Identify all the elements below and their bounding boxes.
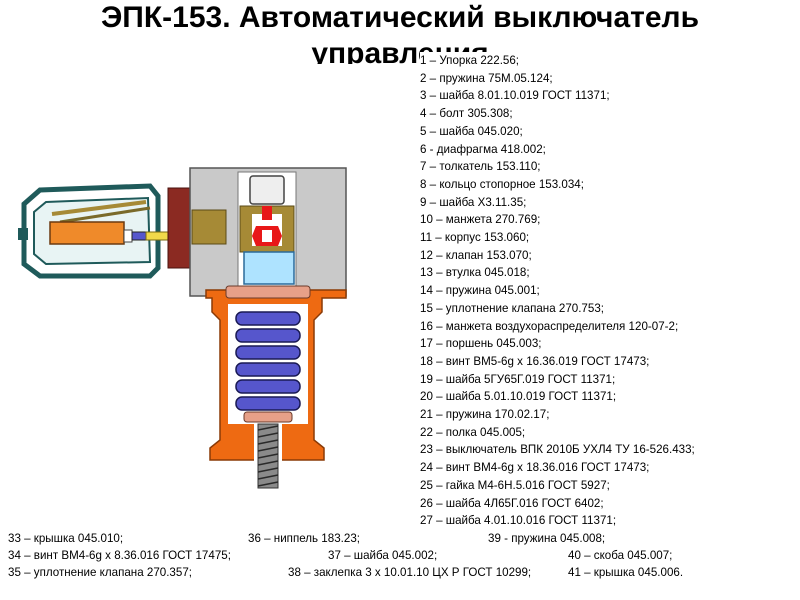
- spring-coil: [235, 396, 301, 411]
- spring: [235, 311, 301, 411]
- part-item: 1 – Упорка 222.56;: [420, 54, 520, 67]
- part-item: 8 – кольцо стопорное 153.034;: [420, 177, 584, 191]
- switch-side-tab: [18, 228, 28, 240]
- part-item: 14 – пружина 045.001;: [420, 284, 540, 298]
- legend-item: 39 - пружина 045.008;: [488, 532, 606, 545]
- switch-screw: [145, 231, 169, 241]
- spring-coil: [235, 362, 301, 377]
- part-item: 20 – шайба 5.01.10.019 ГОСТ 11371;: [420, 390, 617, 404]
- valve-core: [262, 230, 272, 242]
- part-item: 27 – шайба 4.01.10.016 ГОСТ 11371;: [420, 514, 617, 527]
- legend-item: 35 – уплотнение клапана 270.357;: [8, 566, 192, 579]
- part-item: 23 – выключатель ВПК 2010Б УХЛ4 ТУ 16-52…: [420, 443, 695, 457]
- microswitch-pcb: [49, 221, 125, 245]
- part-item: 12 – клапан 153.070;: [420, 248, 532, 262]
- part-item: 10 – манжета 270.769;: [420, 213, 541, 227]
- valve-diagram: [18, 167, 347, 489]
- spring-coil: [235, 379, 301, 394]
- part-item: 5 – шайба 045.020;: [420, 124, 523, 138]
- part-item: 4 – болт 305.308;: [420, 107, 513, 121]
- pusher-cap: [249, 175, 285, 205]
- part-item: 25 – гайка М4-6Н.5.016 ГОСТ 5927;: [420, 478, 610, 492]
- part-item: 21 – пружина 170.02.17;: [420, 408, 550, 422]
- part-item: 2 – пружина 75М.05.124;: [420, 71, 553, 85]
- spring-coil: [235, 345, 301, 360]
- part-item: 22 – полка 045.005;: [420, 425, 526, 439]
- legend-item: 34 – винт ВМ4-6g х 8.36.016 ГОСТ 17475;: [8, 549, 231, 562]
- legend-item: 38 – заклепка 3 х 10.01.10 ЦХ Р ГОСТ 102…: [288, 566, 532, 579]
- part-item: 18 – винт ВМ5-6g х 16.36.019 ГОСТ 17473;: [420, 354, 650, 368]
- blue-sleeve: [243, 251, 295, 285]
- microswitch-pin: [123, 229, 133, 243]
- page-title: ЭПК-153. Автоматический выключатель упра…: [0, 0, 800, 64]
- part-item: 17 – поршень 045.003;: [420, 337, 542, 351]
- bottom-washer: [243, 411, 293, 423]
- legend-item: 41 – крышка 045.006.: [568, 566, 684, 579]
- legend-item: 33 – крышка 045.010;: [8, 532, 124, 545]
- part-item: 16 – манжета воздухораспределителя 120-0…: [420, 319, 679, 333]
- contact-leaf-lower: [59, 206, 151, 224]
- spring-coil: [235, 328, 301, 343]
- part-item: 11 – корпус 153.060;: [420, 231, 530, 245]
- mounting-plate: [167, 187, 191, 269]
- part-item: 9 – шайба Х3.11.35;: [420, 195, 527, 209]
- legend-item: 37 – шайба 045.002;: [328, 549, 438, 562]
- part-item: 19 – шайба 5ГУ65Г.019 ГОСТ 11371;: [420, 372, 616, 386]
- nipple-threads: [257, 425, 279, 487]
- contact-leaf-upper: [51, 200, 147, 216]
- part-item: 15 – уплотнение клапана 270.753;: [420, 301, 604, 315]
- piston-disk: [225, 285, 311, 299]
- legend-item: 40 – скоба 045.007;: [568, 549, 673, 562]
- gold-insert: [191, 209, 227, 245]
- part-item: 13 – втулка 045.018;: [420, 266, 530, 280]
- bottom-legend: 33 – крышка 045.010; 36 – ниппель 183.23…: [8, 530, 798, 592]
- parts-list: 1 – Упорка 222.56; 2 – пружина 75М.05.124…: [420, 52, 798, 527]
- legend-item: 36 – ниппель 183.23;: [248, 532, 360, 545]
- valve-red-stem: [262, 206, 272, 220]
- part-item: 24 – винт ВМ4-6g х 18.36.016 ГОСТ 17473;: [420, 461, 650, 475]
- part-item: 26 – шайба 4Л65Г.016 ГОСТ 6402;: [420, 496, 604, 510]
- spring-coil: [235, 311, 301, 326]
- part-item: 6 - диафрагма 418.002;: [420, 142, 546, 156]
- part-item: 7 – толкатель 153.110;: [420, 160, 541, 174]
- microswitch-plunger: [131, 231, 147, 241]
- title-line-1: ЭПК-153. Автоматический выключатель: [100, 1, 700, 34]
- part-item: 3 – шайба 8.01.10.019 ГОСТ 11371;: [420, 89, 610, 103]
